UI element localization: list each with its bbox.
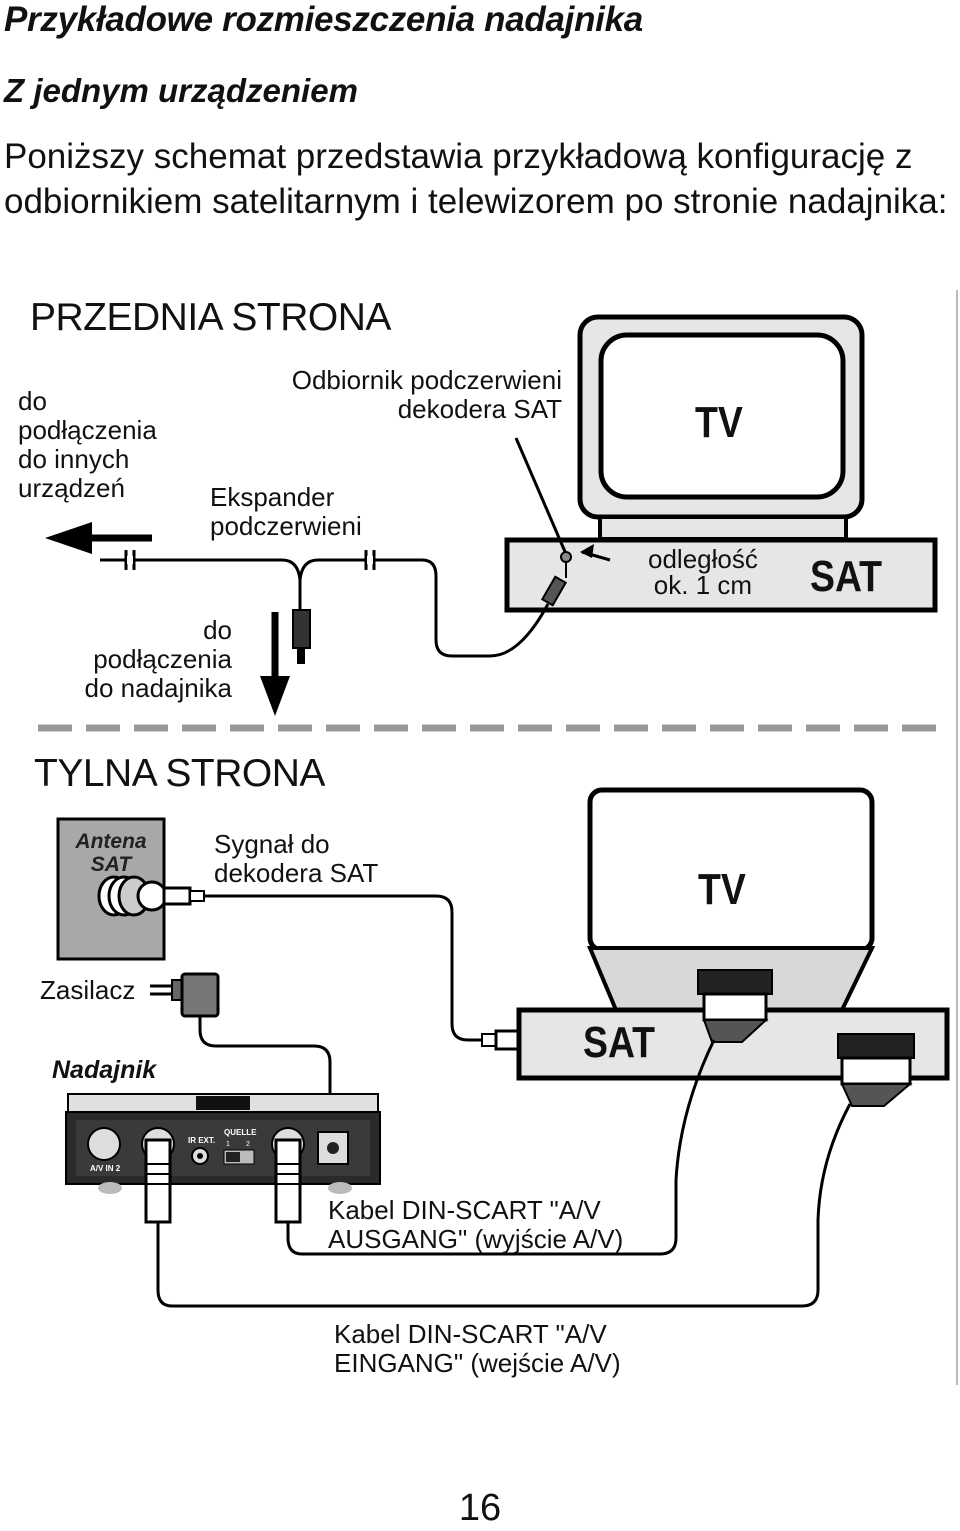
- cable-out-line: [286, 1039, 716, 1256]
- panel-av-in2-label: A/V IN 2: [90, 1164, 121, 1173]
- page-number: 16: [458, 1487, 502, 1529]
- intro-paragraph: Poniższy schemat przedstawia przykładową…: [4, 137, 948, 221]
- ir-receiver-pointer: [514, 437, 568, 555]
- distance-label: odległość ok. 1 cm: [648, 544, 758, 600]
- back-sat-label: SAT: [583, 1018, 656, 1067]
- down-arrow-icon: [260, 612, 290, 716]
- to-transmitter-label: do podłączenia do nadajnika: [84, 615, 232, 703]
- ir-receiver-label: Odbiornik podczerwieni dekodera SAT: [291, 365, 562, 424]
- cable-out-label: Kabel DIN-SCART "A/V AUSGANG" (wyjście A…: [328, 1195, 624, 1254]
- panel-pos1-label: 1: [226, 1141, 230, 1148]
- transmitter-label: Nadajnik: [52, 1056, 157, 1084]
- back-section-title: TYLNA STRONA: [34, 752, 325, 795]
- scart-plug-tv: [697, 969, 773, 1043]
- panel-quelle-label: QUELLE: [224, 1128, 257, 1137]
- front-sat-box: [504, 537, 938, 613]
- antenna-socket-icon: [97, 875, 205, 917]
- signal-label: Sygnał do dekodera SAT: [214, 829, 379, 888]
- back-tv-label: TV: [698, 865, 746, 914]
- din-plug-in: [144, 1138, 172, 1224]
- cable-break-right: [364, 550, 376, 570]
- panel-pos2-label: 2: [246, 1141, 250, 1148]
- to-other-devices-label: do podłączenia do innych urządzeń: [18, 386, 157, 503]
- front-section-title: PRZEDNIA STRONA: [30, 296, 391, 339]
- front-tv-label: TV: [695, 398, 743, 447]
- din-plug-out: [274, 1138, 302, 1224]
- section-subheading: Z jednym urządzeniem: [4, 72, 358, 109]
- expander-plug: [292, 609, 311, 649]
- transmitter-unit: [65, 1093, 381, 1194]
- front-tv-icon: [577, 314, 865, 541]
- antenna-label: Antena SAT: [75, 830, 147, 876]
- cable-in-label: Kabel DIN-SCART "A/V EINGANG" (wejście A…: [334, 1319, 621, 1378]
- signal-cable: [204, 894, 482, 1042]
- page-heading: Przykładowe rozmieszczenia nadajnika: [4, 0, 643, 39]
- cable-break-left: [124, 550, 136, 570]
- cable-in-line: [156, 1103, 852, 1308]
- front-sat-label: SAT: [810, 552, 883, 601]
- power-supply-label: Zasilacz: [40, 975, 136, 1005]
- left-arrow-icon: [45, 522, 152, 554]
- ir-emitter: [540, 575, 568, 607]
- ir-expander-label: Ekspander podczerwieni: [210, 482, 362, 541]
- panel-ir-ext-label: IR EXT.: [188, 1136, 216, 1145]
- expander-cable: [100, 558, 550, 658]
- scart-plug-sat: [837, 1033, 915, 1107]
